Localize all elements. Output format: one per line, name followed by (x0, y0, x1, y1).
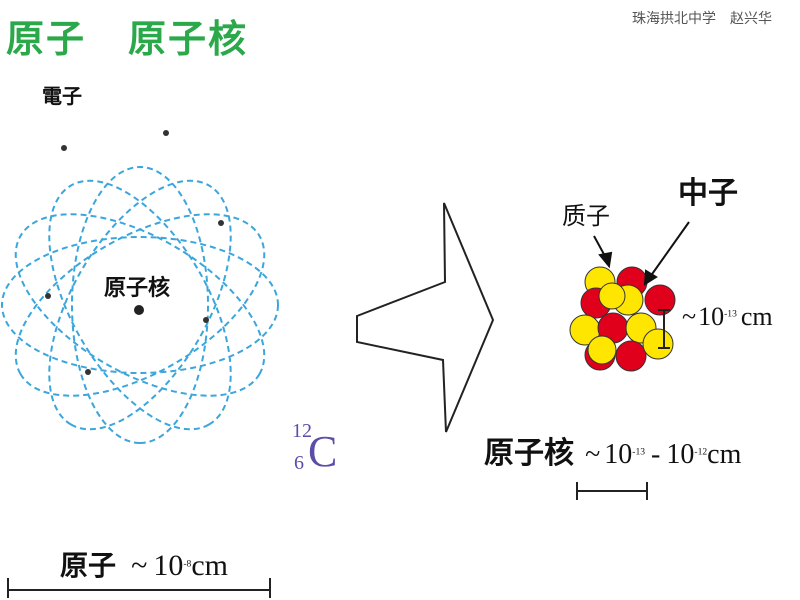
electron-dot (163, 130, 169, 136)
nucleus-size-label: 原子核 (484, 436, 574, 471)
nucleus-size-dash: - (651, 439, 661, 470)
title-nucleus: 原子核 (128, 17, 249, 61)
nucleus-size-exp1: -13 (632, 446, 646, 458)
orbit (14, 213, 266, 397)
electrons (45, 130, 224, 375)
atom-scale-unit: cm (191, 549, 228, 582)
electron-dot (61, 145, 67, 151)
nucleus-size-unit: cm (707, 439, 742, 470)
atom-scale-tilde: ~ (131, 549, 148, 582)
atom-scale-label: 原子 (60, 549, 117, 582)
atom-scale-bar (7, 578, 271, 598)
atom-nucleus-label: 原子核 (104, 276, 171, 301)
particle-size-unit: cm (740, 302, 773, 331)
electron-dot (85, 369, 91, 375)
nucleus-cluster (569, 266, 676, 372)
proton (642, 328, 674, 360)
atom-nucleus-dot (134, 305, 144, 315)
neutron (615, 340, 647, 372)
atom-scale-text: 原子 ~10-8cm (60, 544, 228, 584)
nucleus-size-tilde: ~ (585, 439, 601, 470)
neutron-label: 中子 (678, 176, 738, 211)
particle-size-tilde: ~ (682, 302, 697, 331)
nucleus-size-base1: 10 (604, 439, 633, 470)
title-atom: 原子 (6, 17, 87, 61)
magnify-arrow (356, 202, 495, 433)
atom-orbits (1, 166, 279, 444)
orbit (48, 179, 232, 431)
orbit (71, 166, 209, 444)
electron-label: 電子 (42, 84, 82, 108)
electron-dot (218, 220, 224, 226)
atom-scale-base: 10 (153, 549, 184, 582)
nucleus-size-exp2: -12 (694, 446, 708, 458)
nucleus-scale-bar (576, 482, 648, 500)
isotope-atomic-number: 6 (294, 452, 304, 474)
particle-size-bracket (658, 309, 670, 349)
proton (598, 282, 626, 310)
credit-text: 珠海拱北中学 赵兴华 (632, 11, 772, 27)
isotope-mass-number: 12 (292, 420, 312, 442)
nucleus-size-base2: 10 (666, 439, 695, 470)
pointer-arrows (593, 221, 690, 286)
isotope-symbol: C (308, 427, 338, 476)
atom-scale-exp: -8 (183, 558, 192, 570)
nucleus-size-text: 原子核 ~10-13-10-12cm (484, 428, 741, 472)
carbon-isotope: 12 6 C (292, 420, 352, 480)
particle-size-base: 10 (698, 302, 725, 331)
orbit (14, 213, 266, 397)
orbit (48, 179, 232, 431)
electron-dot (203, 317, 209, 323)
proton (587, 335, 617, 365)
neutron (644, 284, 676, 316)
electron-dot (45, 293, 51, 299)
orbit (1, 236, 279, 374)
proton-label: 质子 (562, 202, 610, 230)
particle-size-exp: -13 (724, 308, 737, 320)
